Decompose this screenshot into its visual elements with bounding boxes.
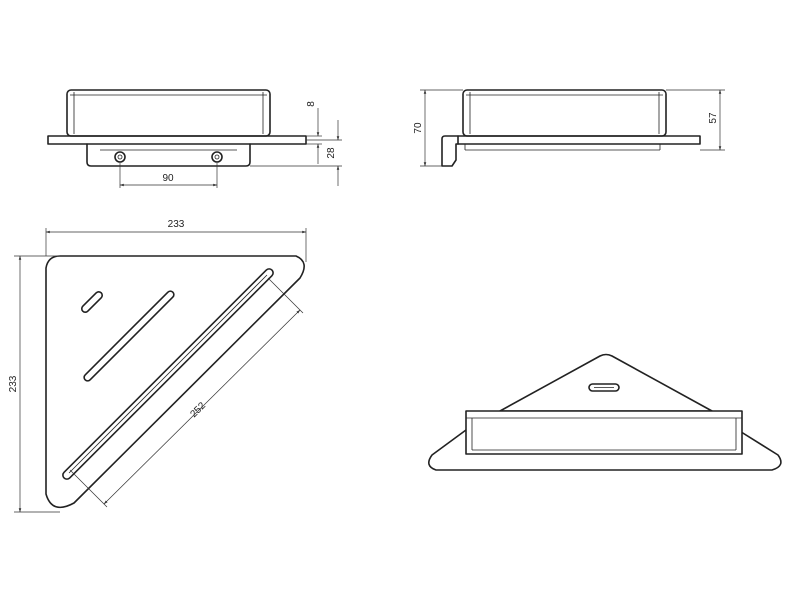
front-dim-top-label: 8	[306, 101, 317, 107]
plan-slot-medium	[83, 290, 175, 382]
front-bracket	[86, 143, 251, 167]
plan-slot-small	[80, 290, 104, 314]
plan-dim-height-label: 233	[8, 375, 19, 392]
plan-corner-shelf	[45, 255, 305, 509]
persp-back-triangle	[499, 353, 713, 412]
front-base-plate	[47, 135, 307, 145]
front-screw-right	[211, 151, 223, 163]
persp-slot	[588, 383, 620, 392]
front-tray-body	[66, 89, 271, 137]
plan-view: 233 233 252	[8, 219, 307, 513]
side-dim-upper-label: 57	[708, 112, 719, 124]
side-wall-bracket	[441, 135, 459, 167]
plan-dim-width-label: 233	[168, 219, 185, 230]
front-screw-left	[114, 151, 126, 163]
persp-tray	[465, 410, 743, 455]
front-view: 90 8 28	[47, 89, 342, 188]
side-dim-total-label: 70	[413, 122, 424, 134]
side-base-plate	[457, 135, 701, 145]
side-tray-body	[462, 89, 667, 137]
perspective-view	[428, 353, 782, 471]
side-view: 70 57	[413, 89, 725, 167]
front-dim-bottom-label: 28	[326, 147, 337, 159]
front-dim-width-label: 90	[162, 173, 174, 184]
